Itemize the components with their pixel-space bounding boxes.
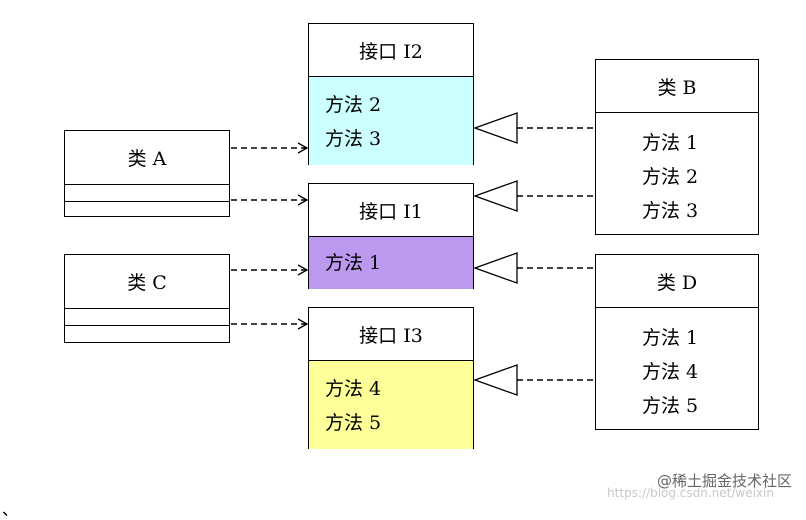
method-item: 方法 5 xyxy=(642,395,699,417)
class-a-box: 类 A xyxy=(64,130,230,217)
interface-i1-box: 接口 I1 方法 1 xyxy=(308,183,474,289)
interface-i1-methods: 方法 1 xyxy=(309,237,473,289)
real-d-i1-head xyxy=(473,252,518,284)
interface-i2-title: 接口 I2 xyxy=(309,24,473,77)
class-b-methods: 方法 1 方法 2 方法 3 xyxy=(596,113,758,234)
interface-i1-title: 接口 I1 xyxy=(309,184,473,237)
class-a-attributes-compartment xyxy=(65,185,229,202)
interface-i3-box: 接口 I3 方法 4 方法 5 xyxy=(308,307,474,449)
method-item: 方法 2 xyxy=(642,166,699,188)
interface-i2-methods: 方法 2 方法 3 xyxy=(309,77,473,165)
class-c-attributes-compartment xyxy=(65,309,229,326)
watermark: @稀土掘金技术社区 https://blog.csdn.net/weixin xyxy=(607,470,792,500)
real-b-i2-head xyxy=(473,112,518,144)
interface-i3-methods: 方法 4 方法 5 xyxy=(309,361,473,449)
method-item: 方法 3 xyxy=(325,128,382,150)
method-item: 方法 5 xyxy=(325,412,382,434)
real-d-i3-head xyxy=(473,364,518,396)
method-item: 方法 4 xyxy=(642,361,699,383)
method-item: 方法 1 xyxy=(325,252,382,274)
class-d-box: 类 D 方法 1 方法 4 方法 5 xyxy=(595,254,759,430)
class-b-box: 类 B 方法 1 方法 2 方法 3 xyxy=(595,59,759,235)
watermark-text: @稀土掘金技术社区 xyxy=(656,472,792,490)
method-item: 方法 4 xyxy=(325,378,382,400)
interface-i3-title: 接口 I3 xyxy=(309,308,473,361)
class-d-title: 类 D xyxy=(596,255,758,308)
interface-i2-box: 接口 I2 方法 2 方法 3 xyxy=(308,23,474,165)
method-item: 方法 3 xyxy=(642,200,699,222)
method-item: 方法 1 xyxy=(642,132,699,154)
class-c-box: 类 C xyxy=(64,254,230,343)
class-d-methods: 方法 1 方法 4 方法 5 xyxy=(596,308,758,429)
class-c-title: 类 C xyxy=(65,255,229,309)
connectors xyxy=(231,112,595,396)
method-item: 方法 1 xyxy=(642,327,699,349)
watermark-url: https://blog.csdn.net/weixin xyxy=(607,486,774,500)
real-b-i1-head xyxy=(473,180,518,212)
class-a-title: 类 A xyxy=(65,131,229,185)
class-b-title: 类 B xyxy=(596,60,758,113)
method-item: 方法 2 xyxy=(325,94,382,116)
stray-mark: 、 xyxy=(2,500,19,519)
